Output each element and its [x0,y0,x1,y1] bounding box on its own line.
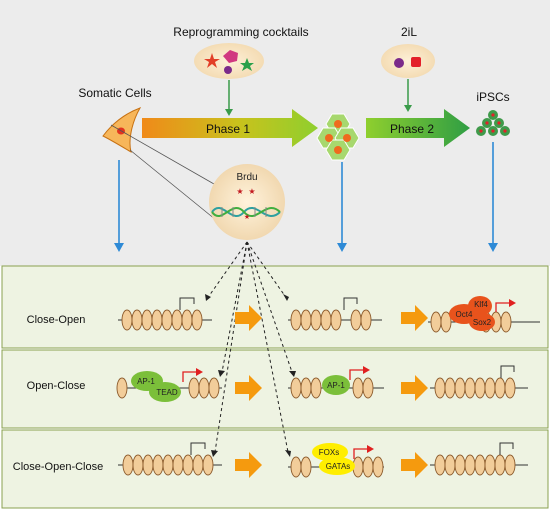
phase1-label: Phase 1 [206,122,250,136]
reprogramming-cocktail-icon [194,43,264,79]
orange-arrow-row2-b [401,375,428,401]
red-tss-arrow-icon [495,299,516,312]
foxs-gatas-complex [312,443,355,475]
brdu-label: Brdu [236,172,257,183]
somatic-down-arrow [114,160,124,252]
gene-bracket-icon [179,297,195,310]
foxs-label: FOXs [319,448,339,457]
intermediate-down-arrow [337,162,347,252]
row-label-close-open-close: Close-Open-Close [13,461,103,473]
chromatin-closed-row3-start [118,454,222,476]
sox2-label: Sox2 [473,318,492,327]
red-tss-arrow-icon [182,368,203,382]
chromatin-partial-row2 [288,377,384,399]
svg-text:★: ★ [248,187,255,196]
ipscs-label: iPSCs [476,90,509,104]
gatas-label: GATAs [326,462,351,471]
ap1-label-row2-mid: AP-1 [327,381,345,390]
chromatin-closed-row1 [118,309,212,331]
dashed-arrows [208,241,293,453]
phase1-arrow [142,109,318,147]
chromatin-closed-row3-end [430,454,528,476]
zoom-line-upper [110,124,215,185]
row-label-close-open: Close-Open [27,314,86,326]
twoil-drop-arrow [404,79,412,112]
chromatin-closed-row2 [430,377,528,399]
oct4-klf4-sox2-complex [449,296,495,331]
chromatin-open-row2 [116,377,222,399]
ap1-factor-row2 [322,375,350,395]
chromatin-partial-row1 [288,309,382,331]
svg-text:★: ★ [244,213,250,221]
klf4-label: Klf4 [474,300,488,309]
oct4-label: Oct4 [456,310,473,319]
red-tss-arrow-icon [349,366,370,380]
gene-bracket-icon [499,442,514,455]
reprogramming-cocktails-label: Reprogramming cocktails [173,25,308,39]
orange-arrow-row1-b [401,305,428,331]
row-label-open-close: Open-Close [27,380,86,392]
ipsc-down-arrow [488,142,498,252]
orange-arrow-row2-a [235,375,262,401]
phase2-label: Phase 2 [390,122,434,136]
orange-arrow-row1-a [235,305,262,331]
svg-text:★: ★ [236,187,243,196]
dashed-arrowheads [205,294,296,457]
orange-arrow-row3-a [235,452,262,478]
cocktail-drop-arrow [225,80,233,116]
twoil-compound-icon [381,44,435,78]
cell-colony-icon [476,110,510,136]
nucleus-dna-icon: ★ ★ ★ [209,164,285,240]
gene-bracket-icon [500,365,515,378]
phase2-arrow [366,109,470,147]
twoil-label: 2iL [401,25,417,39]
ap1-label-row2-start: AP-1 [137,377,155,386]
red-tss-arrow-icon [353,445,374,459]
orange-arrow-row3-b [401,452,428,478]
ap1-tead-complex [131,371,181,402]
gene-bracket-icon [190,442,206,455]
somatic-cells-label: Somatic Cells [78,86,151,100]
gene-bracket-icon [343,297,358,310]
tead-label: TEAD [156,388,178,397]
chromatin-open-row3 [288,456,384,478]
hexagon-cluster-icon [316,113,360,161]
